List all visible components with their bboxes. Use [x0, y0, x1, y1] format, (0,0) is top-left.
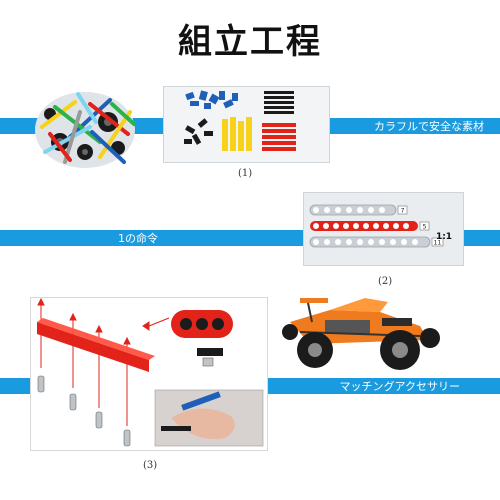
step1-parts-panel	[163, 86, 330, 163]
brick-pile-image	[35, 92, 136, 168]
step3-caption: (3)	[143, 460, 158, 471]
beam-number-5: 5	[423, 224, 427, 231]
page-title: 組立工程	[178, 22, 322, 62]
step3-assembly-panel	[30, 297, 268, 451]
step1-caption: (1)	[238, 168, 253, 179]
beam-number-11: 11	[434, 240, 442, 247]
feature-band-1-label: カラフルで安全な素材	[374, 120, 484, 133]
beam-number-7: 7	[401, 208, 405, 215]
step2-caption: (2)	[378, 276, 393, 287]
feature-band-2-label: 1の命令	[118, 232, 158, 245]
feature-band-3-label: マッチングアクセサリー	[339, 380, 460, 393]
scale-label: 1:1	[436, 232, 452, 242]
step2-beam-panel: 7 5 11 1:1	[303, 192, 464, 266]
race-car-image	[282, 298, 440, 370]
